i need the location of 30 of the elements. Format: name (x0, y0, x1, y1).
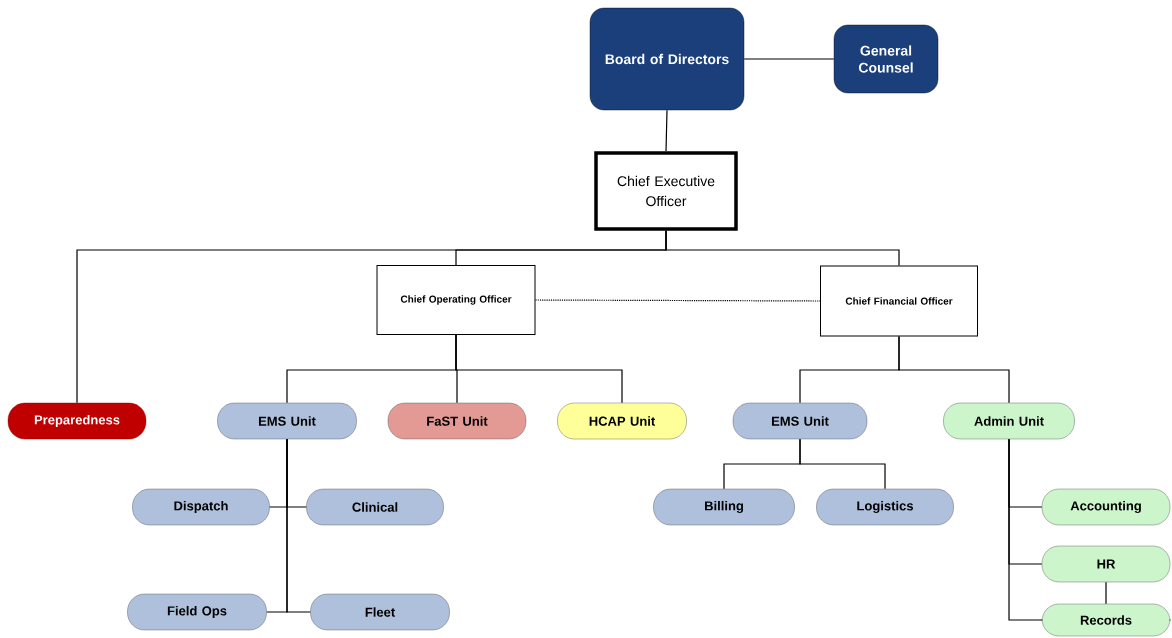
connector-line (665, 230, 900, 267)
unit-pill: Field Ops (127, 593, 267, 631)
unit-pill: Fleet (310, 593, 450, 631)
unit-pill: EMS Unit (217, 402, 357, 440)
connector-line (1105, 581, 1107, 605)
unit-pill: Preparedness (7, 402, 147, 440)
org-box: Board of Directors (589, 7, 745, 111)
unit-pill: Clinical (306, 488, 444, 526)
connector-line (455, 334, 623, 404)
unit-pill: EMS Unit (732, 402, 868, 440)
connector-line (743, 58, 835, 60)
connector-line (286, 438, 311, 613)
unit-pill: HCAP Unit (557, 402, 687, 440)
unit-pill: Dispatch (132, 488, 270, 526)
connector-line (665, 109, 668, 152)
unit-pill: FaST Unit (387, 402, 527, 440)
unit-pill: Logistics (816, 488, 954, 526)
unit-pill: HR (1041, 545, 1171, 583)
org-box: Chief Executive Officer (594, 151, 738, 231)
unit-pill: Accounting (1041, 488, 1171, 526)
unit-pill: Admin Unit (943, 402, 1075, 440)
org-box: Chief Financial Officer (820, 265, 978, 337)
connector-line (898, 335, 1010, 404)
unit-pill: Billing (653, 488, 795, 526)
connector-line (534, 299, 821, 302)
unit-pill: Records (1041, 603, 1171, 637)
org-box: Chief Operating Officer (376, 265, 536, 335)
connector-line (1008, 438, 1043, 621)
org-box: General Counsel (833, 24, 939, 94)
connector-line (799, 438, 886, 490)
